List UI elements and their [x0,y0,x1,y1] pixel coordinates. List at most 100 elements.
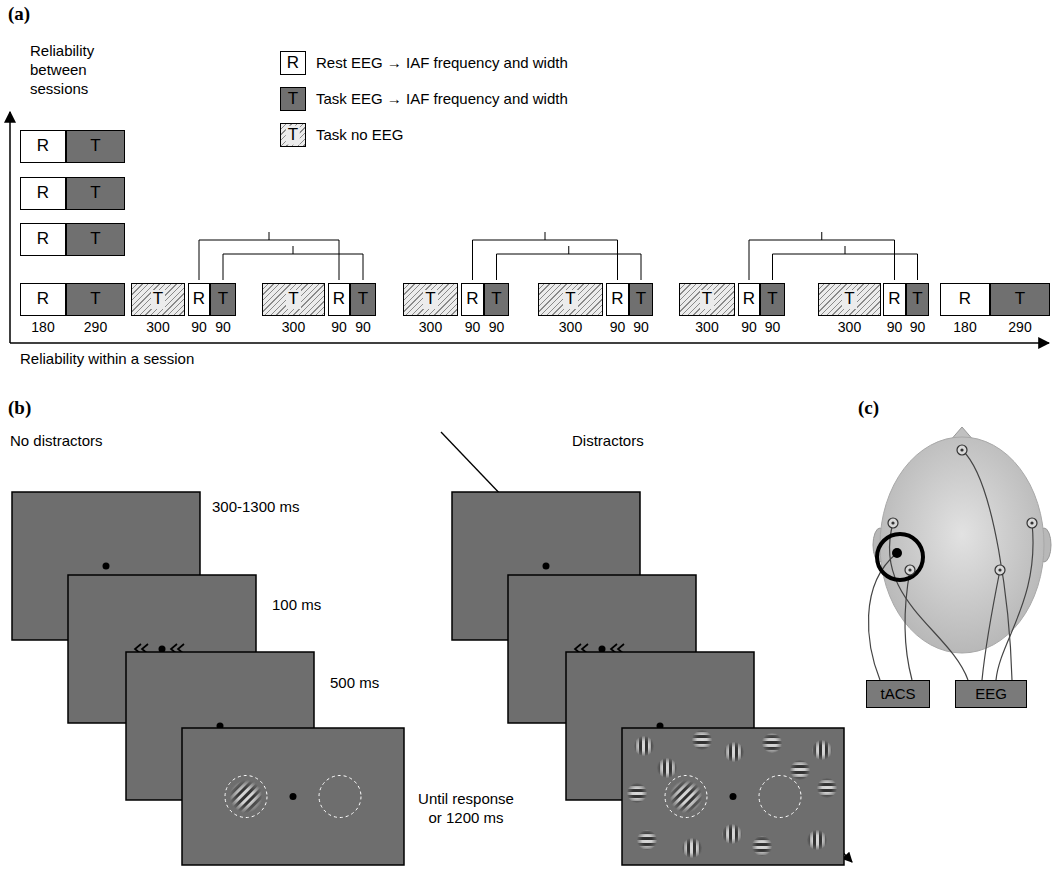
comparison-bracket [199,232,339,280]
gabor-patch [657,758,677,778]
box-label: T [90,230,100,249]
axis-arrow [9,112,11,343]
rest-eeg-box: R [461,283,484,316]
task-eeg-box: T [484,283,509,316]
duration-number: 90 [741,319,757,335]
box-label: T [90,137,100,156]
box-label: R [37,184,49,203]
gabor-patch [817,778,837,798]
device-box: EEG [955,680,1027,708]
comparison-bracket [497,246,642,280]
fixation-dot [103,563,110,570]
duration-number: 90 [331,319,347,335]
duration-number: 300 [282,319,305,335]
display-screen [622,728,844,865]
duration-number: 180 [953,319,976,335]
target-location [225,776,267,818]
gabor-patch [724,742,744,762]
rest-eeg-box: R [328,283,350,316]
box-label: T [90,290,100,309]
comparison-bracket [773,246,918,280]
gabor-fade [669,780,702,813]
gabor-fade [811,739,832,760]
legend-text: Task no EEG [316,123,404,147]
duration-number: 300 [146,319,169,335]
panel-letter: (a) [8,2,30,26]
gabor-patch [627,783,647,803]
legend-sample-letter: T [286,126,300,145]
duration-number: 290 [1008,319,1031,335]
task-no-eeg-box: T [818,283,881,316]
eeg-electrode-center [960,448,963,451]
duration-number: 300 [695,319,718,335]
box-label: T [842,290,856,309]
gabor-patch [790,760,810,780]
rest-eeg-box: R [940,283,990,316]
duration-number: 180 [31,319,54,335]
rest-eeg-box: R [188,283,210,316]
task-eeg-box: T [990,283,1050,316]
gabor-fade [633,735,654,756]
panel-letter: (b) [8,396,31,420]
legend-text: Rest EEG → IAF frequency and width [316,51,568,75]
box-label: R [333,290,345,309]
gabor-fade [723,741,744,762]
eeg-electrode [1027,518,1037,528]
duration-number: 90 [610,319,626,335]
gabor-fade [636,829,657,850]
duration-number: 90 [765,319,781,335]
gabor-fade [761,732,782,753]
duration-number: 290 [84,319,107,335]
box-label: T [491,290,501,309]
axis-title: Reliability within a session [20,350,194,369]
task-eeg-box: T [66,223,125,256]
gabor-patch [670,781,702,813]
rest-eeg-box: R [606,283,629,316]
box-label: T [700,290,714,309]
duration-label: 300-1300 ms [212,498,300,517]
gabor-fade [656,757,677,778]
legend-sample-letter: T [288,90,298,109]
target-location [319,776,361,818]
duration-number: 90 [465,319,481,335]
box-label: EEG [975,686,1007,703]
electrode-wire [982,570,1000,680]
legend-sample-letter: R [287,54,299,73]
duration-label: 500 ms [330,674,379,693]
fixation-dot [543,563,550,570]
duration-number: 90 [355,319,371,335]
gabor-fade [816,777,837,798]
gabor-patch [637,830,657,850]
duration-number: 90 [887,319,903,335]
target-location [665,776,707,818]
rest-eeg-box: R [20,177,66,210]
axis-arrow [10,342,1049,344]
eeg-electrode-center [908,568,911,571]
task-no-eeg-box: T [131,283,185,316]
gabor-fade [721,823,742,844]
gabor-fade [751,835,772,856]
gabor-patch [682,838,702,858]
eeg-electrode-center [891,521,894,524]
duration-label: 100 ms [272,596,321,615]
fixation-dot [290,793,297,800]
device-box: tACS [866,680,930,708]
duration-number: 90 [633,319,649,335]
box-label: R [37,137,49,156]
rest-eeg-box: R [20,223,66,256]
duration-number: 300 [838,319,861,335]
comparison-bracket [223,246,363,280]
box-label: T [767,290,777,309]
box-label: T [286,290,300,309]
gabor-fade [806,829,827,850]
box-label: R [37,290,49,309]
task-eeg-box: T [66,283,125,316]
gabor-patch [722,824,742,844]
comparison-bracket [473,232,618,280]
box-label: T [912,290,922,309]
electrode-wire [905,570,912,680]
condition-title: Distractors [572,432,644,451]
fixation-dot [730,793,737,800]
